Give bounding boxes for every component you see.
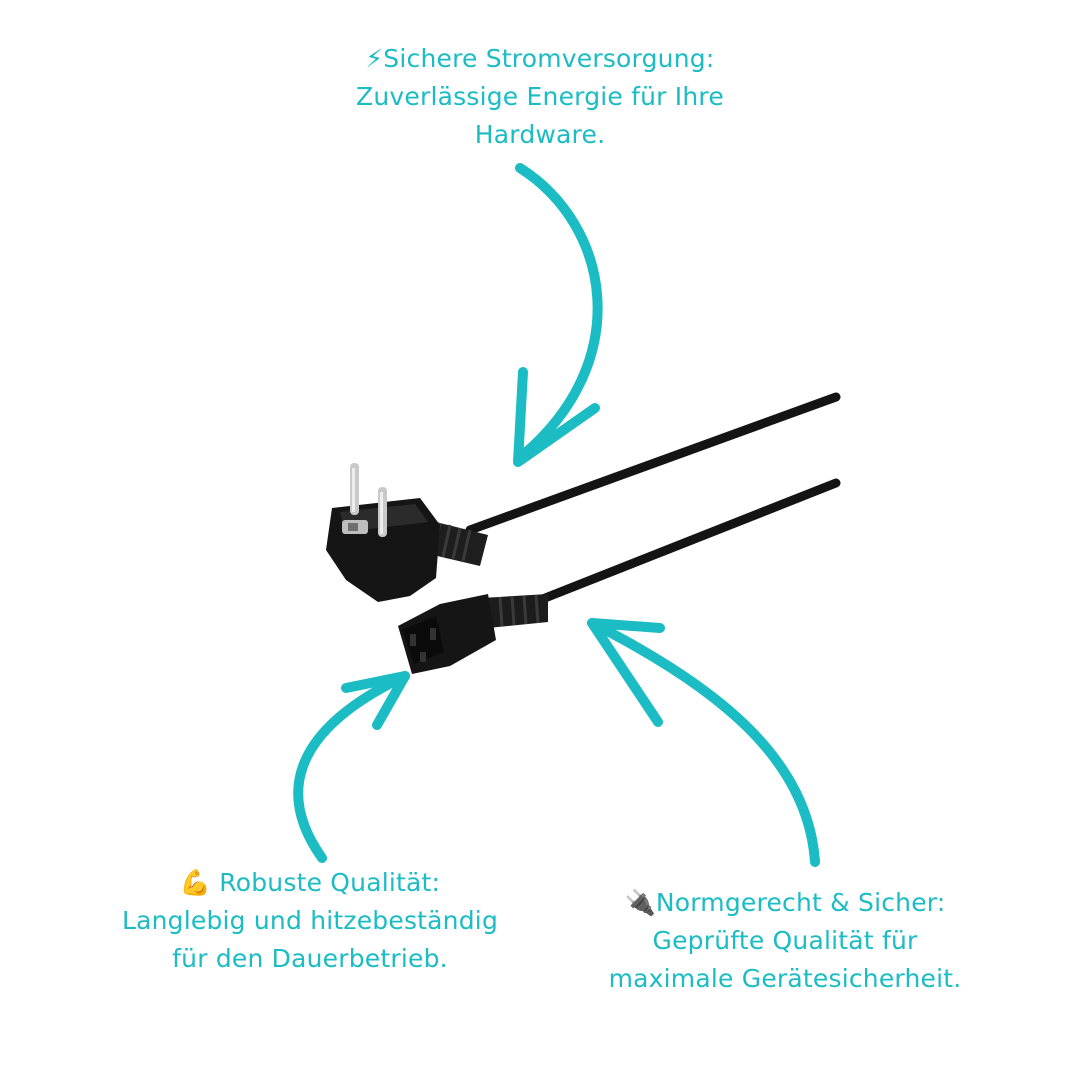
callout-robust-quality-heading: 💪 Robuste Qualität:	[179, 868, 441, 897]
callout-robust-quality: 💪 Robuste Qualität: Langlebig und hitzeb…	[60, 864, 560, 978]
callout-standard-compliant-heading: 🔌Normgerecht & Sicher:	[624, 888, 946, 917]
callout-standard-compliant: 🔌Normgerecht & Sicher: Geprüfte Qualität…	[535, 884, 1035, 998]
callout-power-supply-heading: ⚡Sichere Stromversorgung:	[365, 44, 715, 73]
arrow-bottom-left	[293, 671, 410, 863]
callout-power-supply-text-2: Hardware.	[474, 120, 606, 149]
callout-robust-quality-text-2: für den Dauerbetrieb.	[172, 944, 448, 973]
arrow-top	[513, 163, 603, 467]
callout-robust-quality-text-1: Langlebig und hitzebeständig	[121, 906, 499, 935]
callout-power-supply: ⚡Sichere Stromversorgung: Zuverlässige E…	[290, 40, 790, 154]
callout-standard-compliant-text-2: maximale Gerätesicherheit.	[608, 964, 962, 993]
c13-connector	[398, 594, 548, 674]
callout-standard-compliant-text-1: Geprüfte Qualität für	[652, 926, 918, 955]
arrow-bottom-right	[587, 618, 820, 867]
callout-power-supply-text-1: Zuverlässige Energie für Ihre	[356, 82, 724, 111]
schuko-plug	[326, 463, 488, 602]
power-cable-image	[326, 392, 841, 674]
